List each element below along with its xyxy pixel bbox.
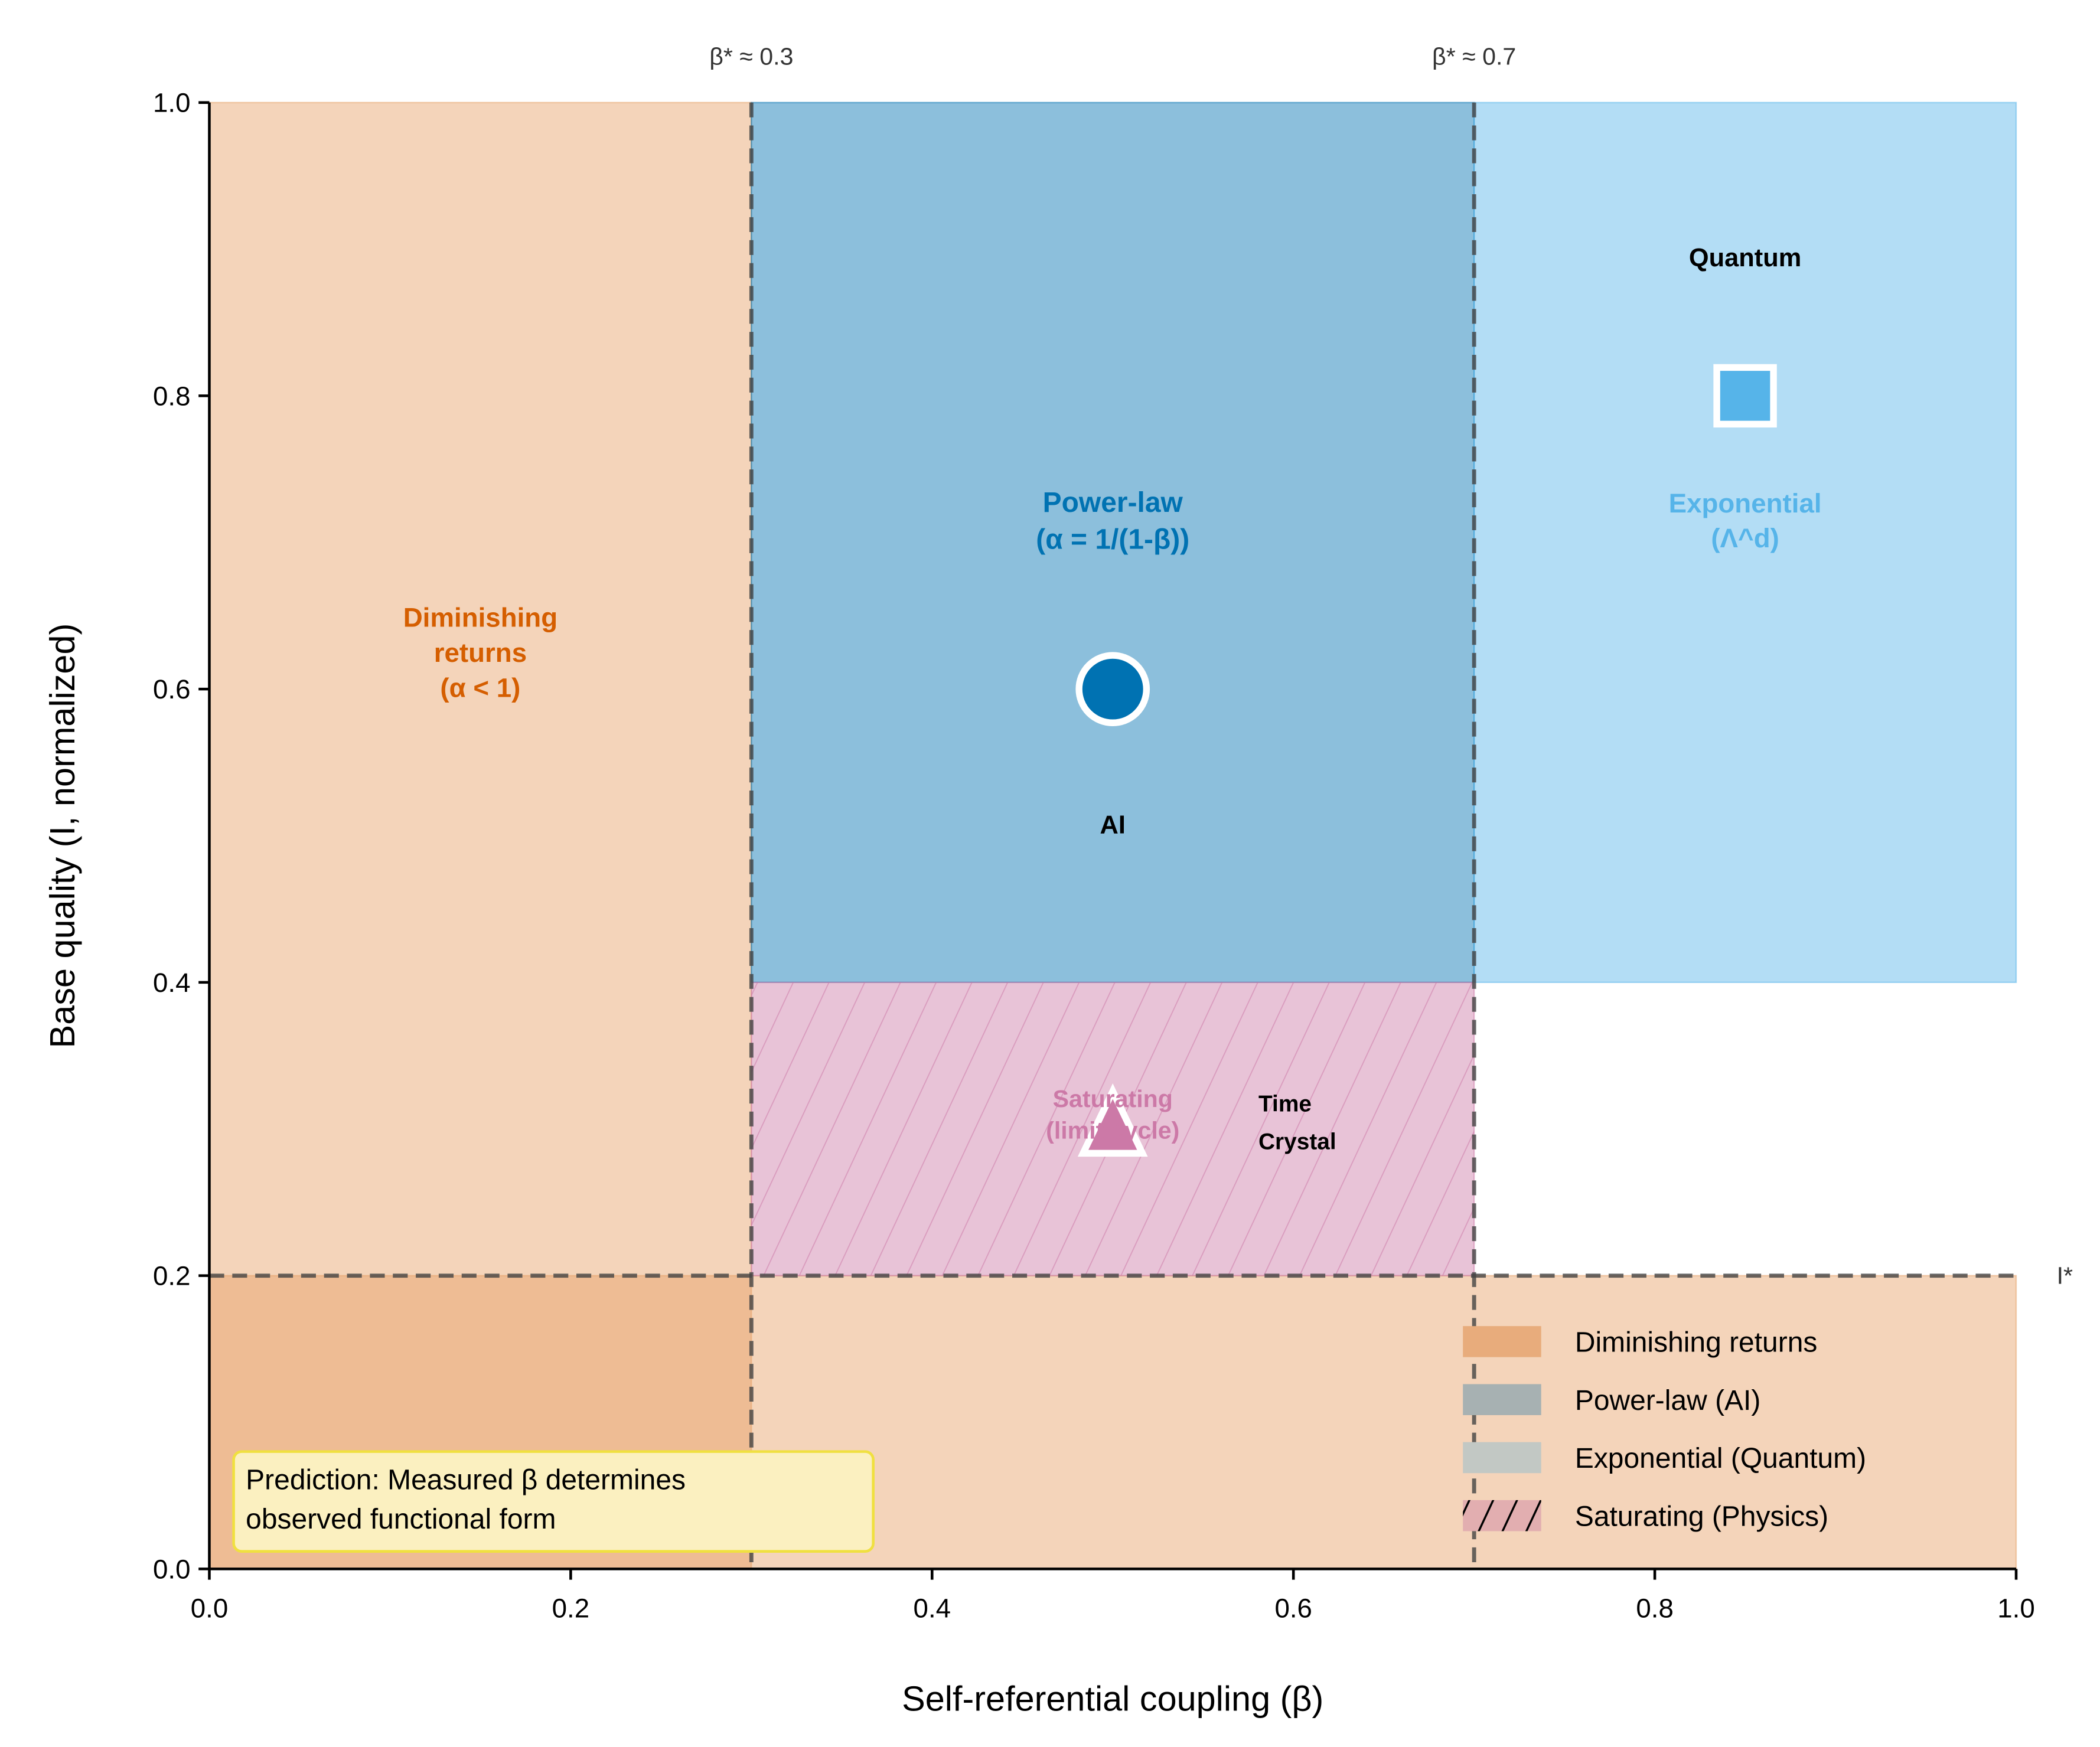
threshold-label: I*	[2057, 1262, 2073, 1289]
x-tick-label: 0.4	[914, 1593, 951, 1624]
x-tick-label: 0.0	[191, 1593, 229, 1624]
axes-layer: 0.0 0.2 0.4 0.6 0.8 1.0 0.0 0.2 0.4 0.6 0.8 1.0Self…	[43, 88, 2035, 1719]
region-label: returns	[434, 638, 527, 668]
point-time-crystal-marker	[1077, 1083, 1148, 1157]
x-tick-label: 0.2	[552, 1593, 590, 1624]
region-label: Power-law	[1043, 487, 1183, 518]
point-label: Time	[1258, 1092, 1312, 1117]
threshold-label: β* ≈ 0.3	[709, 43, 793, 70]
prediction-annotation: Prediction: Measured β determines observe…	[232, 1450, 875, 1553]
legend-label: Exponential (Quantum)	[1575, 1443, 1866, 1474]
y-tick-label: 0.2	[153, 1261, 191, 1291]
region-label: (α = 1/(1-β))	[1036, 524, 1189, 556]
x-tick-label: 1.0	[1997, 1593, 2035, 1624]
legend-swatch	[1463, 1326, 1541, 1357]
annotation-box	[232, 1450, 875, 1553]
annotation-text: observed functional form	[246, 1504, 556, 1535]
y-tick-label: 0.4	[153, 968, 191, 998]
legend-label: Power-law (AI)	[1575, 1385, 1761, 1416]
x-axis-label: Self-referential coupling (β)	[902, 1679, 1323, 1718]
region-label: (limit cycle)	[1046, 1117, 1179, 1144]
region-diminishing-returns	[208, 102, 752, 1570]
legend-hatch	[1463, 1500, 1541, 1532]
point-label: Crystal	[1258, 1129, 1336, 1155]
threshold-label: β* ≈ 0.7	[1432, 43, 1516, 70]
legend-swatch	[1463, 1442, 1541, 1474]
region-labels-layer: Diminishing returns (α < 1) Power-law (α = 1…	[403, 487, 1822, 1144]
point-quantum-marker	[1713, 364, 1777, 428]
point-label: Quantum	[1689, 244, 1802, 272]
region-power-law-ai-	[751, 102, 1475, 984]
y-axis-label: Base quality (I, normalized)	[43, 623, 82, 1049]
y-tick-label: 0.8	[153, 381, 191, 411]
region-label: (α < 1)	[440, 672, 520, 703]
x-tick-label: 0.8	[1636, 1593, 1674, 1624]
legend-swatch	[1463, 1384, 1541, 1415]
annotation-text: Prediction: Measured β determines	[246, 1465, 686, 1496]
y-tick-label: 0.0	[153, 1554, 191, 1584]
region-exponential-quantum-	[1473, 102, 2017, 984]
y-tick-label: 0.6	[153, 674, 191, 704]
x-tick-label: 0.6	[1274, 1593, 1312, 1624]
thresholds-layer: β* ≈ 0.3 β* ≈ 0.7I*	[209, 43, 2073, 1569]
legend-label: Diminishing returns	[1575, 1327, 1818, 1359]
point-label: AI	[1100, 811, 1126, 840]
legend-label: Saturating (Physics)	[1575, 1501, 1828, 1532]
region-label: Saturating	[1053, 1085, 1173, 1112]
y-tick-label: 1.0	[153, 88, 191, 118]
region-label: Exponential	[1669, 488, 1822, 518]
region-label: (Λ^d)	[1711, 523, 1779, 553]
region-label: Diminishing	[403, 603, 557, 633]
point-ai-marker	[1075, 652, 1150, 726]
